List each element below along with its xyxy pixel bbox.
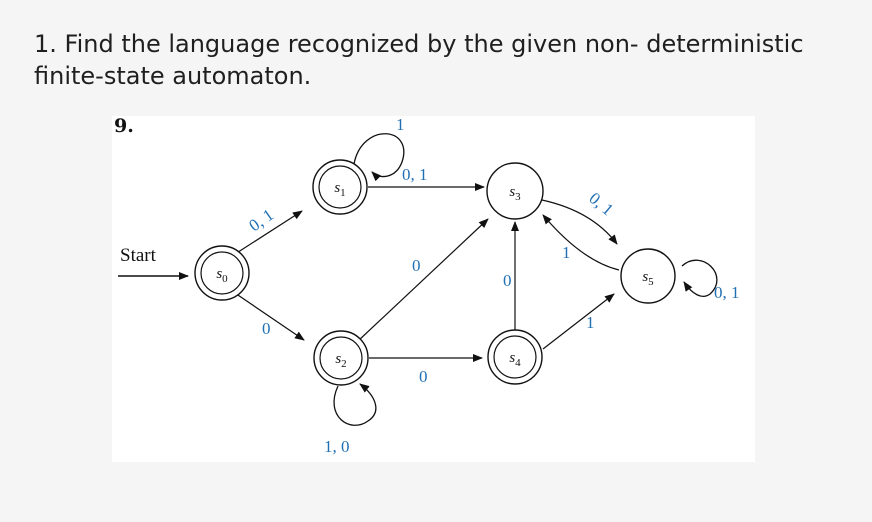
automaton-diagram: 9. Start s0 s1 s2 <box>114 116 740 456</box>
state-s5-label: s5 <box>642 269 654 288</box>
state-s3-label: s3 <box>509 184 521 203</box>
label-s5-s5: 0, 1 <box>714 283 740 302</box>
edge-s0-s2 <box>231 290 305 341</box>
label-s4-s3: 0 <box>503 271 512 290</box>
label-s2-s3: 0 <box>412 256 421 275</box>
label-s1-s1: 1 <box>396 116 405 134</box>
state-s1: s1 <box>312 159 368 215</box>
label-s0-s2: 0 <box>262 319 271 338</box>
edge-s5-s3 <box>542 214 620 271</box>
edge-s2-s3 <box>357 218 489 342</box>
state-s0-label: s0 <box>216 266 228 285</box>
figure-number: 9. <box>114 116 134 137</box>
state-s4: s4 <box>487 329 543 385</box>
loop-s1 <box>353 133 405 182</box>
loop-s5 <box>681 259 718 297</box>
state-s3: s3 <box>486 162 544 220</box>
edge-s4-s5 <box>542 293 615 350</box>
question-text: 1. Find the language recognized by the g… <box>34 30 804 90</box>
loop-s2 <box>333 383 377 426</box>
label-s0-s1: 0, 1 <box>245 205 277 235</box>
edge-s3-s5 <box>541 199 618 245</box>
state-s1-label: s1 <box>334 180 345 199</box>
label-s1-s3: 0, 1 <box>402 165 428 184</box>
label-s2-s4: 0 <box>419 367 428 386</box>
label-s2-s2: 1, 0 <box>324 437 350 456</box>
start-label: Start <box>120 245 157 266</box>
label-s3-s5: 0, 1 <box>585 189 617 220</box>
label-s5-s3: 1 <box>562 243 571 262</box>
edge-s0-s1 <box>231 210 303 257</box>
state-s5: s5 <box>620 248 676 304</box>
state-s4-label: s4 <box>509 350 521 369</box>
label-s4-s5: 1 <box>586 313 595 332</box>
state-s0: s0 <box>194 245 250 301</box>
state-s2-label: s2 <box>335 351 346 370</box>
automaton-figure: 9. Start s0 s1 s2 <box>112 116 755 462</box>
state-s2: s2 <box>313 330 369 386</box>
